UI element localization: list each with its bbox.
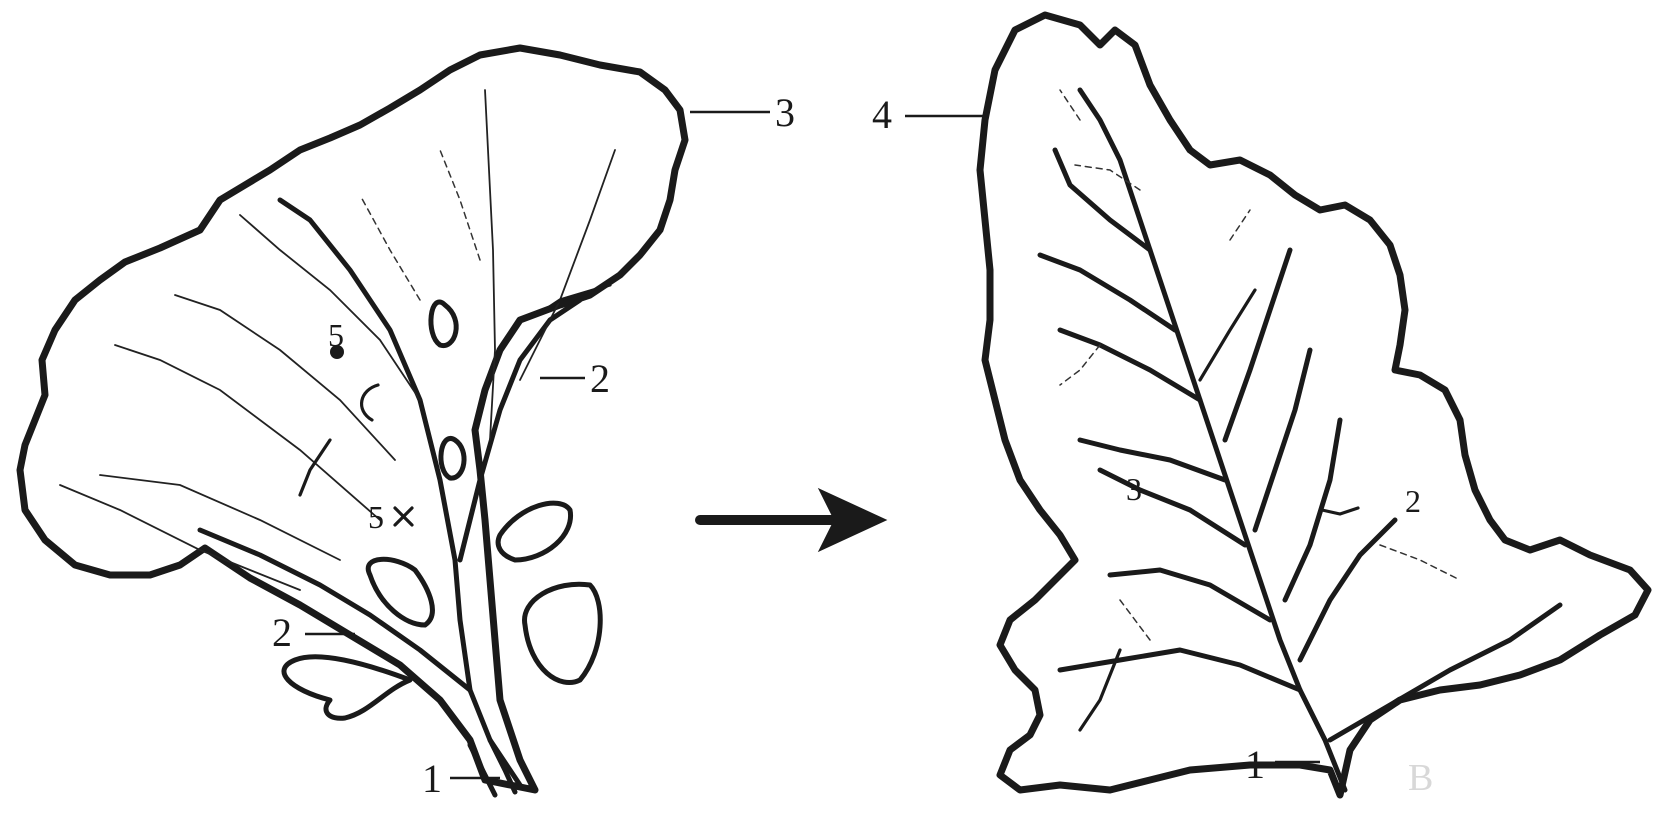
right-leaf-panel: 4 3 2 1 B [872, 15, 1648, 799]
left-leaflet-right-1 [498, 503, 570, 560]
left-label-bud-upper: 5 [328, 317, 344, 353]
left-label-vein-lower: 2 [272, 610, 292, 655]
left-leaf-panel: 3 2 2 1 5 5 [20, 48, 795, 801]
right-label-margin: 4 [872, 92, 892, 137]
left-leaflet-bottom [284, 657, 410, 719]
right-leaf-blade-outline [980, 15, 1648, 795]
transition-arrow [700, 490, 885, 550]
left-label-stem: 1 [422, 756, 442, 801]
left-leaflet-right-2 [525, 584, 601, 682]
left-label-margin: 3 [775, 90, 795, 135]
right-panel-letter: B [1408, 757, 1433, 799]
right-label-vein-left: 3 [1126, 471, 1142, 507]
right-label-vein-right: 2 [1405, 483, 1421, 519]
left-label-bud-lower: 5 [368, 499, 384, 535]
left-leaflet-mid [441, 438, 464, 478]
right-label-stem: 1 [1245, 742, 1265, 787]
left-label-vein-upper: 2 [590, 356, 610, 401]
